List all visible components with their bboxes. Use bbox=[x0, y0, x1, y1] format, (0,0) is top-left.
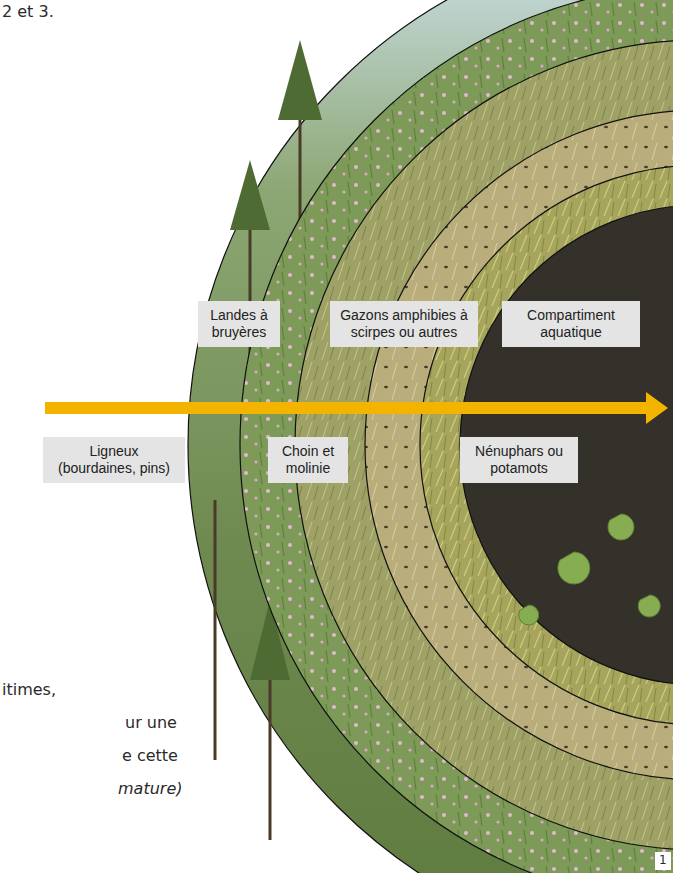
page-text: ur une bbox=[125, 713, 177, 732]
page-text: 2 et 3. bbox=[2, 2, 54, 21]
label-box: Compartiment aquatique bbox=[502, 301, 640, 347]
label-box: Choin et molinie bbox=[268, 437, 348, 483]
box-text: Compartiment aquatique bbox=[510, 307, 632, 341]
box-text: Ligneux (bourdaines, pins) bbox=[51, 443, 177, 477]
page-number: 1 bbox=[659, 853, 667, 867]
page-text: e cette bbox=[122, 746, 178, 765]
page-text: mature) bbox=[118, 779, 182, 798]
box-text: Gazons amphibies à scirpes ou autres bbox=[338, 307, 470, 341]
label-box: Ligneux (bourdaines, pins) bbox=[43, 437, 185, 483]
label-box: Landes à bruyères bbox=[198, 301, 280, 347]
box-text: Landes à bruyères bbox=[206, 307, 272, 341]
label-box: Gazons amphibies à scirpes ou autres bbox=[330, 301, 478, 347]
page-text: itimes, bbox=[2, 680, 56, 699]
label-box: Nénuphars ou potamots bbox=[460, 437, 578, 483]
box-text: Nénuphars ou potamots bbox=[468, 443, 570, 477]
box-text: Choin et molinie bbox=[276, 443, 340, 477]
